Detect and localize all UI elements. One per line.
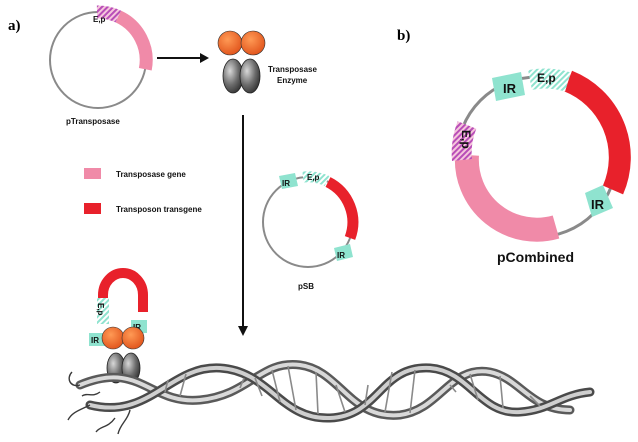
- pcombined-transgene-arc: [563, 70, 631, 195]
- enzyme-label-2: Enzyme: [277, 76, 308, 85]
- transposon-complex: E,p IR IR: [89, 268, 148, 384]
- ptransposase-promoter-label: E,p: [93, 15, 106, 24]
- complex-promoter-hatch: [97, 298, 109, 324]
- psb-plasmid: IR E,p IR: [262, 171, 359, 268]
- ptransposase-plasmid: E,p: [49, 5, 153, 109]
- psb-transgene-arc: [325, 177, 359, 240]
- pcombined-promoter-left: E,p: [459, 130, 473, 149]
- panel-b-label: b): [397, 28, 410, 44]
- promoter-hatch: [96, 5, 122, 23]
- complex-ir-left: IR: [91, 336, 99, 345]
- complex-promoter-label: E,p: [96, 303, 105, 316]
- complex-transgene-loop: [98, 268, 148, 312]
- legend-label-transposase-gene: Transposase gene: [116, 170, 186, 179]
- arrow-to-enzyme: [157, 53, 209, 63]
- pcombined-promoter-top: E,p: [537, 71, 556, 85]
- psb-ir-right: IR: [337, 251, 345, 260]
- enzyme-label-1: Transposase: [268, 65, 317, 74]
- pcombined-ir-right-box: [585, 185, 613, 217]
- dna-helix: [67, 360, 595, 435]
- psb-ir-left-box: [279, 173, 298, 189]
- pcombined-transposase-arc: [454, 154, 560, 242]
- psb-ir-left: IR: [282, 179, 290, 188]
- pcombined-name: pCombined: [497, 249, 574, 265]
- pcombined-ir-right: IR: [591, 197, 605, 212]
- legend-label-transposon-transgene: Transposon transgene: [116, 205, 202, 214]
- legend: Transposase gene Transposon transgene: [84, 168, 202, 214]
- pcombined-promoter-top-hatch: [528, 68, 571, 92]
- legend-swatch-transposase-gene: [84, 168, 101, 179]
- transposase-gene-arc: [115, 10, 153, 71]
- psb-name: pSB: [298, 282, 314, 291]
- pcombined-ir-top-box: [492, 72, 525, 101]
- vertical-arrow: [238, 115, 248, 336]
- pcombined-plasmid: IR E,p IR E,p: [451, 68, 631, 242]
- transposase-enzyme: [217, 30, 266, 94]
- ptransposase-name: pTransposase: [66, 117, 120, 126]
- pcombined-promoter-left-hatch: [451, 121, 477, 161]
- psb-ir-right-box: [334, 244, 353, 261]
- psb-promoter-label: E,p: [307, 173, 320, 182]
- complex-ir-left-box: [89, 333, 105, 346]
- panel-a-label: a): [8, 18, 21, 34]
- psb-promoter-hatch: [302, 171, 330, 187]
- pcombined-ir-top: IR: [503, 81, 517, 96]
- legend-swatch-transposon-transgene: [84, 203, 101, 214]
